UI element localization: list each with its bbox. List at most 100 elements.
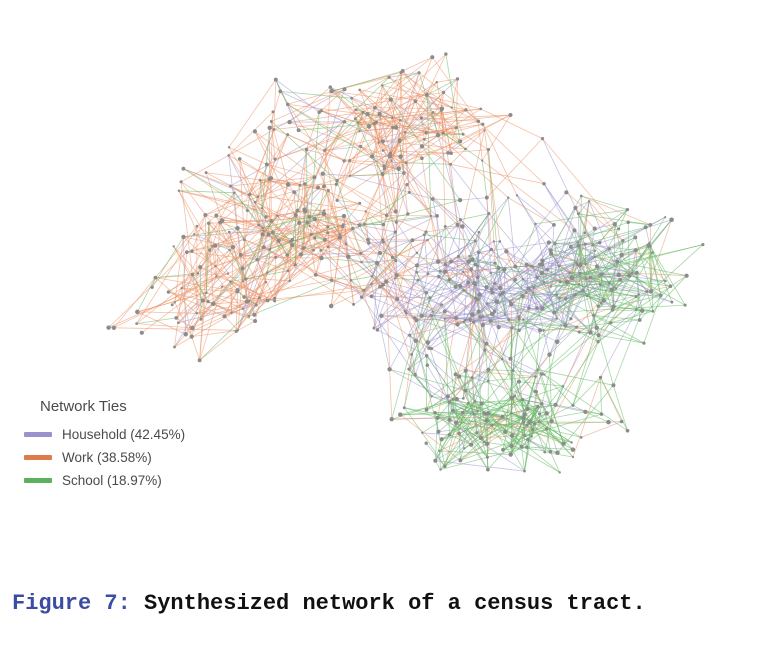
- network-node: [229, 184, 232, 188]
- school-edge: [524, 420, 532, 472]
- work-edge: [224, 315, 239, 331]
- school-edge: [458, 433, 461, 461]
- network-node: [539, 270, 544, 276]
- household-edge: [412, 234, 425, 241]
- network-node: [424, 291, 428, 295]
- network-node: [508, 113, 513, 117]
- school-edge: [485, 399, 523, 415]
- network-node: [229, 280, 232, 283]
- work-edge: [374, 53, 447, 124]
- school-edge: [528, 421, 551, 453]
- network-node: [526, 438, 530, 442]
- work-edge: [208, 223, 234, 248]
- network-node: [254, 303, 258, 307]
- work-edge: [473, 321, 514, 371]
- school-edge: [381, 85, 423, 147]
- school-edge: [136, 277, 156, 313]
- school-edge: [508, 319, 644, 344]
- work-edge: [506, 251, 516, 280]
- school-edge: [585, 411, 609, 423]
- household-edge: [475, 264, 529, 289]
- network-node: [366, 124, 372, 129]
- network-node: [410, 352, 414, 356]
- network-node: [466, 280, 471, 285]
- network-node: [403, 130, 407, 134]
- household-edge: [645, 227, 650, 243]
- network-node: [317, 110, 321, 114]
- household-edge: [379, 286, 398, 300]
- school-edge: [512, 370, 525, 415]
- work-edge: [425, 215, 432, 233]
- school-edge: [272, 231, 288, 256]
- school-edge: [575, 207, 617, 289]
- school-edge: [600, 274, 617, 289]
- household-edge: [178, 254, 241, 323]
- network-node: [527, 306, 531, 310]
- school-edge: [421, 432, 446, 467]
- school-edge: [359, 123, 375, 132]
- school-edge: [555, 341, 599, 406]
- network-node: [268, 247, 272, 251]
- work-edge: [306, 112, 320, 150]
- network-node: [342, 87, 347, 92]
- school-edge: [586, 240, 624, 297]
- work-edge: [394, 239, 428, 279]
- network-node: [564, 297, 568, 301]
- network-node: [464, 108, 468, 112]
- network-node: [464, 147, 467, 151]
- network-node: [316, 185, 320, 190]
- work-edge: [235, 214, 297, 332]
- network-node: [377, 141, 381, 144]
- network-node: [266, 271, 269, 274]
- caption-label: Figure 7:: [12, 591, 131, 616]
- legend-item-school: School (18.97%): [24, 469, 185, 492]
- work-edge: [207, 280, 244, 302]
- work-edge: [272, 231, 289, 271]
- school-edge: [486, 343, 511, 360]
- network-node: [509, 411, 513, 415]
- household-edge: [542, 138, 579, 214]
- network-node: [546, 240, 552, 245]
- network-node: [526, 286, 531, 291]
- work-edge: [304, 209, 325, 211]
- network-node: [500, 291, 504, 296]
- network-node: [553, 242, 557, 246]
- network-node: [312, 175, 317, 180]
- school-edge: [444, 422, 457, 467]
- network-node: [393, 277, 397, 280]
- work-edge: [137, 311, 186, 335]
- network-node: [651, 309, 655, 313]
- network-node: [177, 189, 181, 192]
- work-edge: [180, 181, 206, 216]
- work-edge: [181, 288, 193, 337]
- network-node: [302, 208, 308, 214]
- network-node: [581, 288, 585, 293]
- household-edge: [543, 183, 586, 245]
- network-node: [462, 270, 465, 274]
- school-edge: [449, 434, 472, 446]
- network-node: [292, 190, 297, 195]
- household-edge: [360, 215, 438, 254]
- school-edge: [643, 295, 662, 344]
- network-node: [615, 259, 620, 264]
- school-edge: [391, 292, 427, 420]
- school-edge: [427, 219, 461, 241]
- work-edge: [315, 274, 365, 291]
- work-edge: [474, 284, 477, 299]
- school-edge: [587, 295, 604, 301]
- network-node: [244, 277, 248, 281]
- network-node: [548, 450, 553, 454]
- network-node: [273, 299, 277, 303]
- network-node: [328, 303, 334, 309]
- network-node: [607, 281, 611, 285]
- network-node: [241, 307, 245, 310]
- school-edge: [510, 318, 572, 360]
- network-node: [611, 304, 616, 309]
- school-edge: [615, 219, 672, 289]
- network-node: [235, 288, 240, 293]
- work-edge: [220, 220, 272, 223]
- household-edge: [324, 239, 378, 264]
- network-node: [489, 271, 493, 275]
- network-node: [391, 116, 394, 120]
- school-edge: [565, 262, 578, 326]
